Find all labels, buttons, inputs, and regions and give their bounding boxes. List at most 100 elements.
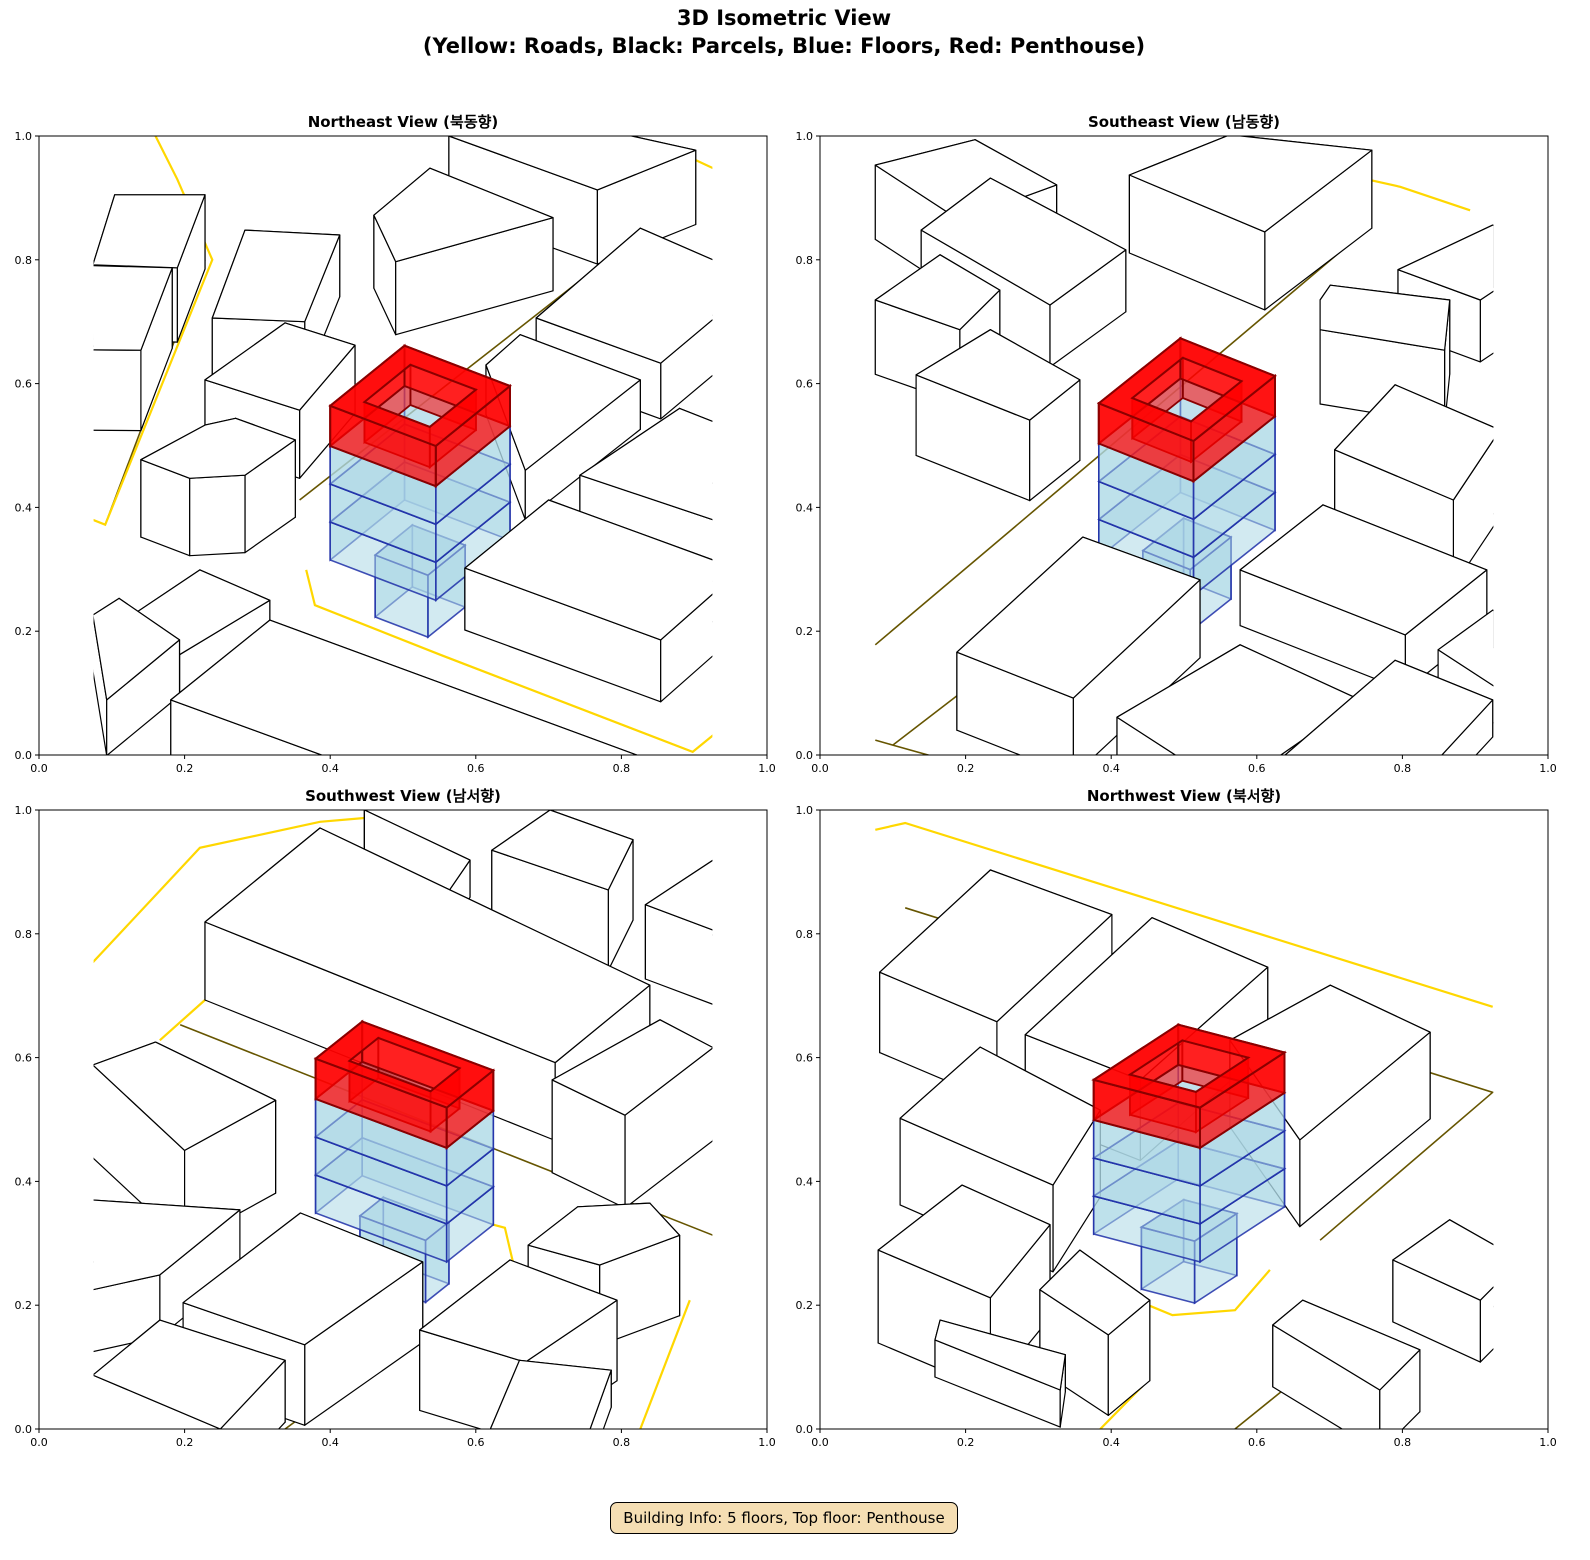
parcel-building <box>373 167 554 336</box>
panel-title: Southeast View (남동향) <box>1088 113 1280 131</box>
target-building <box>328 343 512 639</box>
parcel-roof <box>527 1202 681 1266</box>
parcel-roof <box>1272 1299 1421 1391</box>
y-tick-label: 0.4 <box>796 1175 814 1188</box>
y-tick-label: 1.0 <box>796 130 814 143</box>
x-tick-label: 1.0 <box>1539 762 1557 775</box>
x-tick-label: 0.8 <box>613 762 631 775</box>
parcel-roof <box>915 329 1081 421</box>
y-tick-label: 0.6 <box>15 378 33 391</box>
y-tick-label: 0.0 <box>15 749 33 762</box>
x-tick-label: 0.0 <box>30 762 48 775</box>
parcel-roof <box>1392 1219 1494 1301</box>
parcel-wall <box>1284 754 1287 755</box>
parcel-roof <box>211 229 341 323</box>
penthouse-roof-ring <box>328 344 512 448</box>
x-tick-label: 0.2 <box>176 762 194 775</box>
parcel-roof <box>204 322 356 411</box>
parcel-roof <box>1397 224 1494 301</box>
parcel-roof <box>464 499 713 641</box>
parcel-building <box>464 499 713 703</box>
y-tick-label: 0.8 <box>796 254 814 267</box>
parcel-roof <box>934 1319 1066 1391</box>
parcel-building <box>644 859 760 1005</box>
parcel-roof <box>879 869 1113 1023</box>
parcel-roof <box>551 1019 713 1116</box>
parcel-wall <box>489 1428 591 1429</box>
x-tick-label: 0.8 <box>1394 1436 1412 1449</box>
road-line <box>493 1223 514 1263</box>
parcel-roof <box>182 1212 424 1346</box>
y-tick-label: 0.2 <box>15 1299 33 1312</box>
parcel-roof <box>93 265 173 351</box>
parcel-wall <box>1492 224 1494 288</box>
parcel-roof <box>1319 284 1451 351</box>
road-edge-line <box>875 739 932 755</box>
panel-content <box>874 136 1560 755</box>
parcel-building <box>1039 1249 1151 1417</box>
parcel-wall <box>189 474 246 557</box>
x-tick-label: 0.6 <box>467 1436 485 1449</box>
road-line <box>93 136 214 527</box>
parcel-building <box>93 1319 286 1429</box>
figure-subtitle: (Yellow: Roads, Black: Parcels, Blue: Fl… <box>422 34 1146 58</box>
parcel-roof <box>448 136 697 191</box>
parcel-roof <box>93 1199 241 1291</box>
penthouse <box>1091 1022 1287 1150</box>
parcel-building <box>1284 659 1494 755</box>
parcel-wall <box>1500 640 1560 727</box>
panel-northeast: Northeast View (북동향)0.00.00.20.20.40.40.… <box>15 113 776 775</box>
parcel-roof <box>1437 609 1494 687</box>
parcel-building <box>170 619 639 755</box>
panel-title: Northwest View (북서향) <box>1087 787 1281 805</box>
road-line <box>875 821 1494 1008</box>
parcel-building <box>485 334 641 521</box>
panel-title: Northeast View (북동향) <box>308 113 499 131</box>
parcel-roof <box>485 334 641 471</box>
parcel-building <box>1334 384 1494 588</box>
panel-southwest: Southwest View (남서향)0.00.00.20.20.40.40.… <box>15 787 776 1449</box>
y-tick-label: 0.4 <box>796 501 814 514</box>
parcel-building <box>93 1041 277 1244</box>
parcel-building <box>419 1259 618 1429</box>
parcel-roof <box>1239 504 1488 636</box>
x-tick-label: 0.8 <box>613 1436 631 1449</box>
y-tick-label: 0.8 <box>796 928 814 941</box>
y-tick-label: 0.2 <box>796 1299 814 1312</box>
x-tick-label: 1.0 <box>758 762 776 775</box>
x-tick-label: 0.4 <box>1102 762 1120 775</box>
parcel-building <box>1272 1299 1421 1429</box>
parcel-roof <box>93 1041 277 1152</box>
parcel-building <box>93 265 173 432</box>
parcel-wall <box>713 860 760 954</box>
y-tick-label: 1.0 <box>796 804 814 817</box>
parcel-building <box>93 1199 241 1353</box>
parcel-building <box>489 1359 612 1429</box>
road-line <box>305 569 713 754</box>
parcel-roof <box>1334 384 1494 501</box>
building-info-box: Building Info: 5 floors, Top floor: Pent… <box>610 1502 958 1534</box>
parcel-roof <box>956 536 1201 699</box>
y-tick-label: 0.2 <box>796 625 814 638</box>
penthouse-roof-ring <box>1096 337 1277 443</box>
parcel-roof <box>491 810 634 891</box>
x-tick-label: 0.4 <box>321 762 339 775</box>
parcel-building <box>551 1019 713 1209</box>
parcel-roof <box>874 254 1001 331</box>
road-line <box>93 816 365 964</box>
x-tick-label: 0.4 <box>1102 1436 1120 1449</box>
parcel-building <box>915 329 1081 502</box>
parcel-roof <box>579 407 713 521</box>
parcel-building <box>93 597 181 755</box>
x-tick-label: 0.2 <box>957 762 975 775</box>
parcel-building <box>1239 504 1488 692</box>
parcel-wall <box>713 880 760 1005</box>
x-tick-label: 0.2 <box>176 1436 194 1449</box>
panel-northwest: Northwest View (북서향)0.00.00.20.20.40.40.… <box>796 787 1557 1449</box>
penthouse <box>328 343 512 489</box>
parcel-roof <box>373 167 554 263</box>
y-tick-label: 1.0 <box>15 804 33 817</box>
parcel-roof <box>93 1319 286 1429</box>
y-tick-label: 0.8 <box>15 254 33 267</box>
